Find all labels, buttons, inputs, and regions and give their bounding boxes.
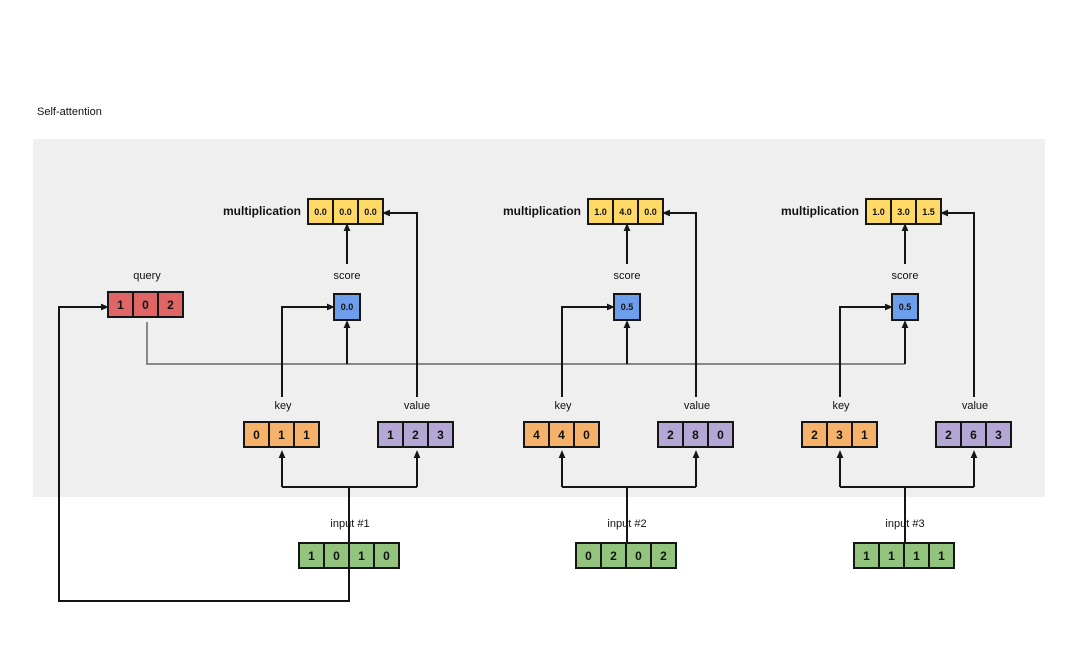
value-cell: 2 [657, 421, 684, 448]
input-cell: 0 [625, 542, 652, 569]
input-cell: 2 [600, 542, 627, 569]
input-cell: 0 [323, 542, 350, 569]
input-cell: 1 [853, 542, 880, 569]
value-vector-2: 2 8 0 [657, 421, 734, 448]
value-label-3: value [961, 400, 989, 412]
multiplication-vector-3: 1.0 3.0 1.5 [865, 198, 942, 225]
input-cell: 1 [928, 542, 955, 569]
key-cell: 1 [268, 421, 295, 448]
key-cell: 3 [826, 421, 853, 448]
input-cell: 0 [373, 542, 400, 569]
multiplication-label-3: multiplication [781, 204, 859, 218]
key-label-1: key [274, 400, 292, 412]
multiplication-cell: 4.0 [612, 198, 639, 225]
value-cell: 0 [707, 421, 734, 448]
input-cell: 1 [298, 542, 325, 569]
input-vector-1: 1 0 1 0 [298, 542, 400, 569]
key-cell: 2 [801, 421, 828, 448]
input-label-3: input #3 [885, 518, 925, 530]
multiplication-vector-2: 1.0 4.0 0.0 [587, 198, 664, 225]
page-title: Self-attention [37, 106, 102, 118]
score-cell: 0.5 [613, 293, 641, 321]
multiplication-label-1: multiplication [223, 204, 301, 218]
score-label-1: score [333, 270, 361, 282]
query-cell: 2 [157, 291, 184, 318]
value-cell: 8 [682, 421, 709, 448]
input-cell: 1 [348, 542, 375, 569]
value-cell: 3 [427, 421, 454, 448]
multiplication-cell: 0.0 [332, 198, 359, 225]
key-vector-3: 2 3 1 [801, 421, 878, 448]
value-cell: 2 [402, 421, 429, 448]
input-cell: 1 [903, 542, 930, 569]
value-cell: 6 [960, 421, 987, 448]
value-cell: 2 [935, 421, 962, 448]
value-vector-3: 2 6 3 [935, 421, 1012, 448]
multiplication-cell: 1.0 [865, 198, 892, 225]
key-cell: 4 [523, 421, 550, 448]
key-cell: 1 [293, 421, 320, 448]
multiplication-cell: 3.0 [890, 198, 917, 225]
key-cell: 1 [851, 421, 878, 448]
score-box-2: 0.5 [613, 293, 641, 321]
query-label: query [133, 270, 161, 282]
input-cell: 0 [575, 542, 602, 569]
value-vector-1: 1 2 3 [377, 421, 454, 448]
score-box-3: 0.5 [891, 293, 919, 321]
query-cell: 1 [107, 291, 134, 318]
key-label-3: key [832, 400, 850, 412]
score-label-3: score [891, 270, 919, 282]
multiplication-cell: 0.0 [357, 198, 384, 225]
value-label-1: value [403, 400, 431, 412]
multiplication-cell: 0.0 [637, 198, 664, 225]
value-label-2: value [683, 400, 711, 412]
input-vector-3: 1 1 1 1 [853, 542, 955, 569]
score-label-2: score [613, 270, 641, 282]
value-cell: 3 [985, 421, 1012, 448]
score-box-1: 0.0 [333, 293, 361, 321]
key-vector-1: 0 1 1 [243, 421, 320, 448]
input-label-1: input #1 [330, 518, 370, 530]
multiplication-vector-1: 0.0 0.0 0.0 [307, 198, 384, 225]
key-cell: 4 [548, 421, 575, 448]
query-cell: 0 [132, 291, 159, 318]
multiplication-cell: 0.0 [307, 198, 334, 225]
multiplication-label-2: multiplication [503, 204, 581, 218]
input-vector-2: 0 2 0 2 [575, 542, 677, 569]
input-label-2: input #2 [607, 518, 647, 530]
key-cell: 0 [243, 421, 270, 448]
value-cell: 1 [377, 421, 404, 448]
key-cell: 0 [573, 421, 600, 448]
input-cell: 2 [650, 542, 677, 569]
input-cell: 1 [878, 542, 905, 569]
multiplication-cell: 1.0 [587, 198, 614, 225]
key-vector-2: 4 4 0 [523, 421, 600, 448]
query-vector: 1 0 2 [107, 291, 184, 318]
key-label-2: key [554, 400, 572, 412]
score-cell: 0.5 [891, 293, 919, 321]
score-cell: 0.0 [333, 293, 361, 321]
multiplication-cell: 1.5 [915, 198, 942, 225]
